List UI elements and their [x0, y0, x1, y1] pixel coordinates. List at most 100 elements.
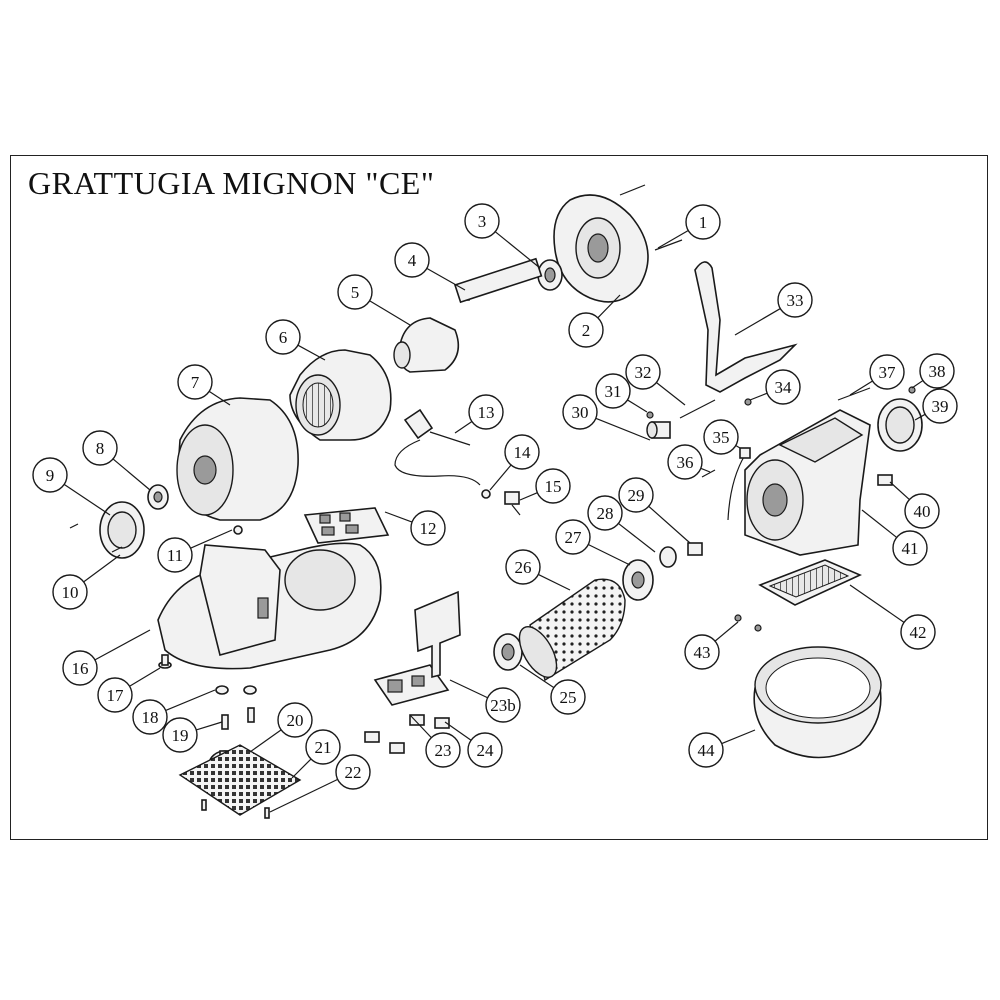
leader-line-25 [519, 664, 555, 689]
callout-circle-39 [922, 388, 958, 424]
callout-circle-10 [52, 574, 88, 610]
part-wire-35 [727, 447, 751, 521]
leader-line-26 [538, 573, 571, 591]
callout-circle-27 [555, 519, 591, 555]
callout-circle-28 [587, 495, 623, 531]
callout-label-10: 10 [62, 583, 79, 602]
leader-line-11 [190, 529, 233, 549]
callout-label-37: 37 [879, 363, 897, 382]
part-power-cable-13 [394, 408, 481, 486]
leader-line-43 [714, 621, 739, 642]
leader-line-3 [494, 231, 541, 269]
leader-line-37 [849, 380, 873, 396]
leader-line-32 [655, 382, 686, 406]
leader-line-23b [449, 679, 488, 699]
callout-label-2: 2 [582, 321, 591, 340]
leader-line-9 [63, 483, 111, 516]
callout-label-11: 11 [167, 546, 183, 565]
callout-circle-26 [505, 549, 541, 585]
leader-line-12 [384, 511, 413, 523]
callout-label-3: 3 [478, 212, 487, 231]
callout-circle-23 [425, 732, 461, 768]
part-bolt-40 [877, 474, 893, 486]
callout-circle-44 [688, 732, 724, 768]
leader-line-15 [519, 492, 538, 501]
callout-circle-8 [82, 430, 118, 466]
callout-label-21: 21 [315, 738, 332, 757]
callout-circle-1 [685, 204, 721, 240]
callout-circle-15 [535, 468, 571, 504]
leader-line-22 [269, 778, 338, 813]
part-lever-33 [694, 261, 798, 393]
part-front-flange [553, 194, 649, 303]
callout-circle-34 [765, 369, 801, 405]
callout-circle-31 [595, 373, 631, 409]
part-pin-31 [646, 411, 654, 419]
callout-label-32: 32 [635, 363, 652, 382]
callout-label-31: 31 [605, 382, 622, 401]
callout-label-7: 7 [191, 373, 200, 392]
part-shaft-32 [679, 399, 716, 419]
callout-label-12: 12 [420, 519, 437, 538]
part-screw-36 [701, 469, 716, 478]
part-bearing-3 [537, 259, 563, 291]
leader-line-40 [889, 481, 910, 501]
callout-circle-24 [467, 732, 503, 768]
callout-circle-40 [904, 493, 940, 529]
callout-label-39: 39 [932, 397, 949, 416]
callout-circle-7 [177, 364, 213, 400]
callout-layer: 123456789101112131415161718192021222323b… [32, 203, 958, 813]
part-end-cap-9 [99, 501, 145, 559]
callout-label-15: 15 [545, 477, 562, 496]
leader-line-42 [849, 584, 905, 623]
leader-line-1 [657, 229, 689, 249]
callout-label-41: 41 [902, 539, 919, 558]
part-foot-17 [158, 654, 172, 669]
callout-label-29: 29 [628, 486, 645, 505]
callout-label-34: 34 [775, 378, 793, 397]
callout-circle-32 [625, 354, 661, 390]
diagram-title: GRATTUGIA MIGNON "CE" [28, 165, 435, 201]
callout-label-30: 30 [572, 403, 589, 422]
callout-circle-19 [162, 717, 198, 753]
leader-line-10 [83, 554, 121, 583]
leader-line-7 [208, 390, 231, 406]
part-screws-10 [69, 523, 123, 553]
callout-circle-2 [568, 312, 604, 348]
leader-line-16 [94, 629, 151, 661]
leader-line-28 [618, 522, 656, 553]
callout-label-36: 36 [677, 453, 694, 472]
callout-label-20: 20 [287, 711, 304, 730]
part-stator-6 [289, 349, 392, 441]
callout-label-17: 17 [107, 686, 125, 705]
leader-line-30 [595, 417, 651, 441]
callout-circle-16 [62, 650, 98, 686]
callout-label-13: 13 [478, 403, 495, 422]
callout-circle-43 [684, 634, 720, 670]
part-circuit-board-23 [373, 664, 450, 706]
part-washer-28 [659, 546, 677, 568]
leader-line-44 [721, 729, 756, 745]
callout-circle-17 [97, 677, 133, 713]
leader-line-4 [426, 267, 466, 291]
leader-line-23 [409, 714, 432, 739]
callout-circle-22 [335, 754, 371, 790]
callout-circle-29 [618, 477, 654, 513]
callout-label-6: 6 [279, 328, 288, 347]
part-bushing-30 [646, 421, 671, 439]
leader-line-41 [861, 509, 898, 538]
callout-circle-33 [777, 282, 813, 318]
callout-label-27: 27 [565, 528, 583, 547]
leader-line-19 [196, 721, 223, 731]
callout-label-24: 24 [477, 741, 495, 760]
callout-label-28: 28 [597, 504, 614, 523]
leader-line-17 [129, 667, 161, 687]
leader-line-35 [735, 444, 741, 449]
callout-label-35: 35 [713, 428, 730, 447]
callout-circle-3 [464, 203, 500, 239]
callout-label-44: 44 [698, 741, 716, 760]
part-screw-37 [837, 387, 871, 401]
callout-label-9: 9 [46, 466, 55, 485]
callout-label-26: 26 [515, 558, 532, 577]
leader-line-39 [914, 413, 926, 421]
